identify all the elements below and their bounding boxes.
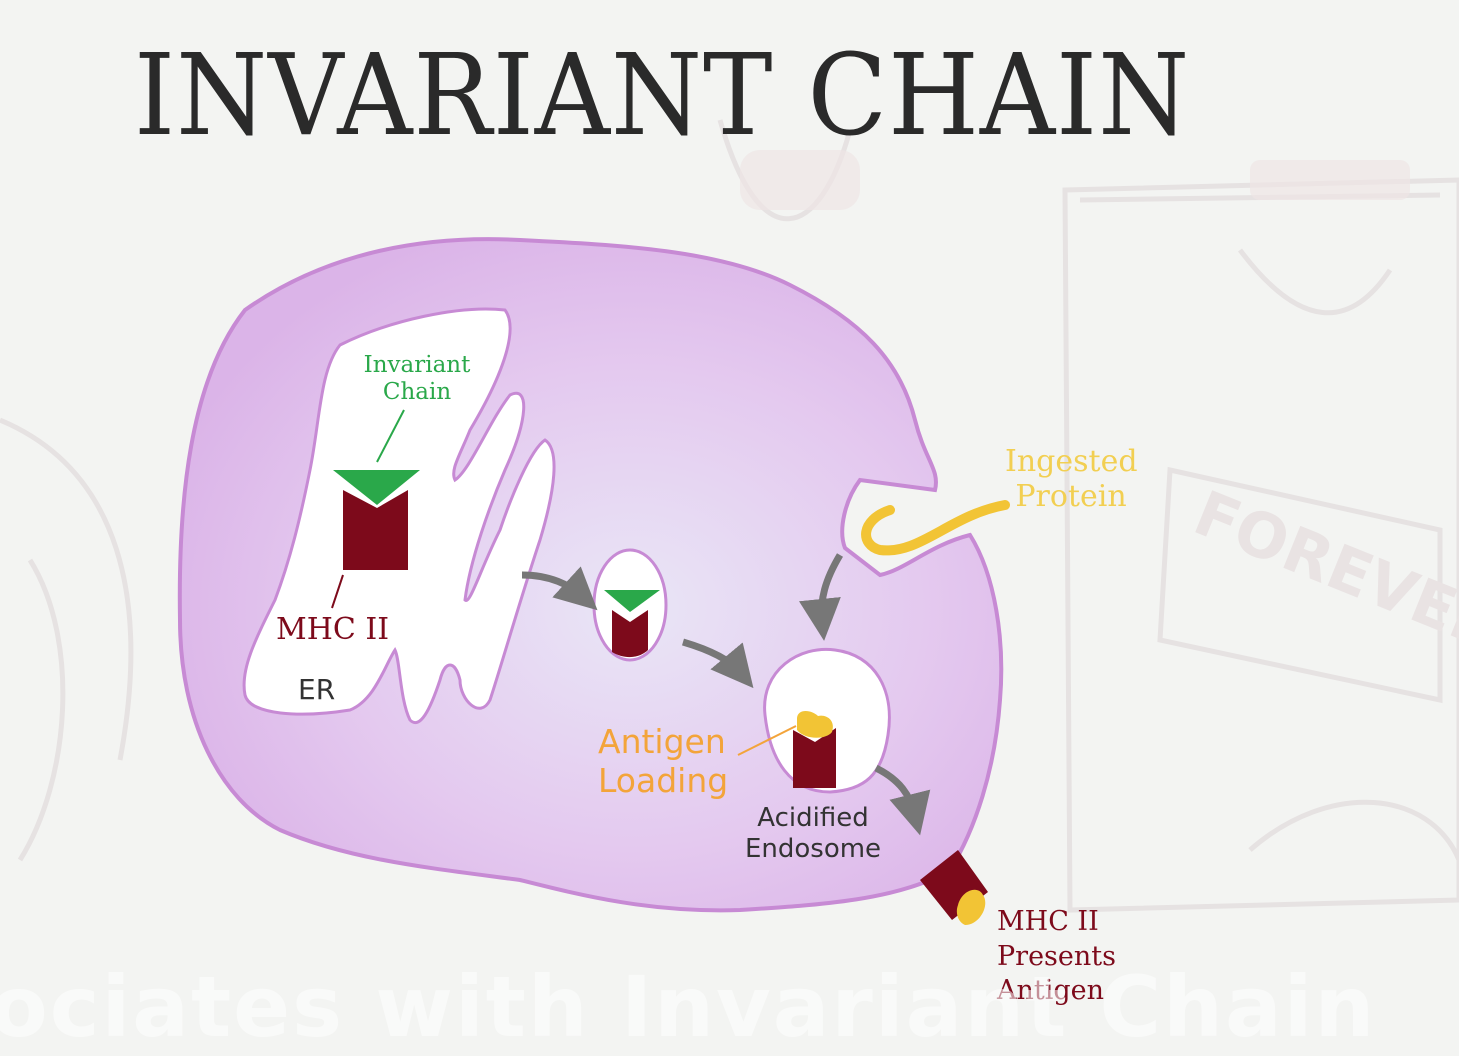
antigen-loading-label: Antigen Loading [598, 722, 729, 800]
mhc-presents-label: MHC II Presents Antigen [997, 906, 1116, 1007]
vesicle-mhc-ii [612, 610, 648, 658]
invariant-chain-pointer [376, 409, 405, 463]
caption-overlay: ociates with Invariant Chain [0, 958, 1377, 1056]
presented-antigen [956, 889, 986, 925]
invariant-chain-molecule [333, 470, 420, 505]
page-title: INVARIANT CHAIN [134, 31, 1191, 161]
invariant-chain-label: Invariant Chain [363, 352, 471, 406]
vesicle-invariant-chain [604, 590, 660, 612]
arrow-endosome-to-surface [874, 764, 931, 836]
mhc-ii-pointer [331, 574, 344, 609]
mhc-ii-molecule [343, 490, 408, 570]
antigen-loading-pointer [737, 725, 797, 756]
endosome-antigen [797, 711, 833, 738]
arrow-er-to-vesicle [521, 566, 598, 611]
mhc-ii-label: MHC II [276, 612, 390, 647]
er-label: ER [298, 673, 336, 706]
arrow-vesicle-to-endosome [682, 638, 754, 689]
ingested-protein-label: Ingested Protein [1005, 444, 1138, 515]
acidified-endosome-label: Acidified Endosome [744, 803, 882, 864]
arrow-protein-to-endosome [799, 553, 844, 641]
endosome-mhc-ii [793, 728, 836, 788]
ingested-protein [861, 500, 1010, 556]
